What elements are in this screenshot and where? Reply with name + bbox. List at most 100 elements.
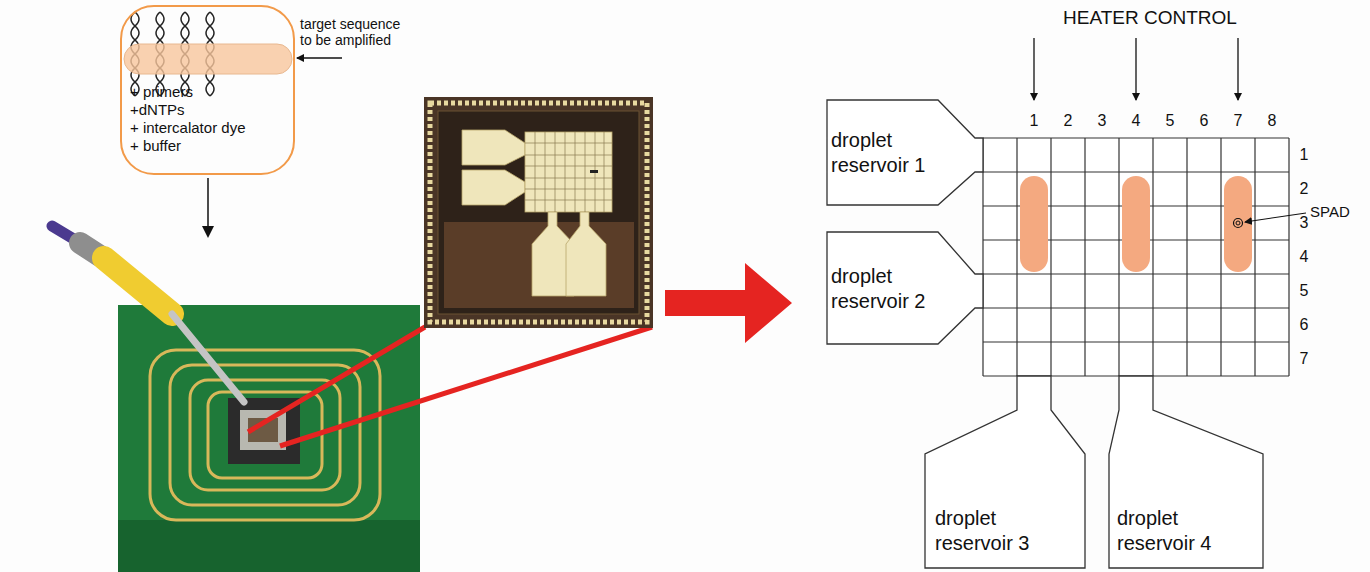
zoom-line xyxy=(248,327,425,432)
row-number: 2 xyxy=(1300,180,1309,198)
chip-marker xyxy=(590,170,598,173)
droplet-reservoir: droplet reservoir 1 xyxy=(827,100,983,205)
reservoir-label: droplet reservoir 1 xyxy=(831,128,937,178)
column-number: 1 xyxy=(1030,112,1039,130)
ingredient-line: + intercalator dye xyxy=(130,119,285,137)
pcb-shade xyxy=(118,520,420,572)
callout-label: target sequence to be amplified xyxy=(300,16,412,48)
chip-pads xyxy=(525,132,612,212)
heater-zones xyxy=(1020,176,1048,272)
row-number: 5 xyxy=(1300,282,1309,300)
ingredient-list: + primers+dNTPs+ intercalator dye+ buffe… xyxy=(130,83,285,155)
red-arrow xyxy=(665,263,792,343)
electrode-grid xyxy=(983,307,1289,308)
pcb-traces xyxy=(208,392,322,478)
chip-pads xyxy=(462,170,525,205)
chip-grid xyxy=(525,143,612,144)
reservoir-outline xyxy=(827,100,983,205)
pcb-traces xyxy=(170,365,360,505)
electrode-grid xyxy=(983,273,1289,274)
column-number: 4 xyxy=(1132,112,1141,130)
spad-symbol xyxy=(1234,219,1243,228)
droplet-reservoir: droplet reservoir 4 xyxy=(1109,376,1265,568)
target-band xyxy=(124,44,292,74)
column-number: 5 xyxy=(1166,112,1175,130)
heater-arrows xyxy=(1033,38,1034,100)
heater-zones xyxy=(1224,176,1252,272)
pipette-tip xyxy=(172,314,244,402)
electrode-grid xyxy=(982,138,983,376)
chip-pads xyxy=(462,130,525,165)
heater-heading: HEATER CONTROL xyxy=(1063,7,1237,29)
chip-pad-ring xyxy=(430,103,647,322)
droplet-reservoir: droplet reservoir 2 xyxy=(827,232,983,344)
zoom-line xyxy=(280,327,652,446)
column-number: 2 xyxy=(1064,112,1073,130)
heater-arrows xyxy=(1135,38,1136,100)
pipette-body xyxy=(104,258,172,314)
flow-arrow xyxy=(207,178,209,228)
reservoir-text: droplet reservoir 3 xyxy=(935,506,1045,556)
sample-box: + primers+dNTPs+ intercalator dye+ buffe… xyxy=(120,5,295,175)
chip-core xyxy=(438,111,639,314)
column-number: 7 xyxy=(1234,112,1243,130)
chip-grid xyxy=(525,132,612,212)
electrode-grid xyxy=(983,138,1289,376)
heater-arrows xyxy=(1237,38,1238,100)
column-number: 6 xyxy=(1200,112,1209,130)
column-number: 8 xyxy=(1268,112,1277,130)
row-number: 7 xyxy=(1300,350,1309,368)
callout-label: SPAD xyxy=(1310,203,1350,220)
electrode-grid xyxy=(983,171,1289,172)
row-number: 1 xyxy=(1300,146,1309,164)
reservoir-shape xyxy=(1109,376,1263,568)
reservoir-outline xyxy=(827,232,983,344)
reservoir-text: droplet reservoir 1 xyxy=(831,128,937,178)
reservoir-label: droplet reservoir 4 xyxy=(1117,506,1227,556)
electrode-grid xyxy=(983,341,1289,342)
chip-grid xyxy=(525,166,612,167)
pointer-arrow xyxy=(297,57,342,58)
reservoir-label: droplet reservoir 2 xyxy=(831,264,937,314)
row-number: 4 xyxy=(1300,248,1309,266)
spad-symbol xyxy=(1236,221,1240,225)
heater-zones xyxy=(1122,176,1150,272)
chip-die xyxy=(424,97,653,328)
reservoir-text: droplet reservoir 2 xyxy=(831,264,937,314)
electrode-grid-ground xyxy=(983,138,1289,376)
row-number: 3 xyxy=(1300,214,1309,232)
electrode-grid xyxy=(1186,138,1187,376)
flow-arrowhead xyxy=(202,226,214,238)
electrode-grid xyxy=(1084,138,1085,376)
heater-zones xyxy=(1020,176,1252,272)
reservoir-text: droplet reservoir 4 xyxy=(1117,506,1227,556)
electrode-grid xyxy=(983,137,1289,138)
electrode-grid xyxy=(1050,138,1051,376)
chip-grid xyxy=(525,155,612,156)
electrode-grid xyxy=(1016,138,1017,376)
chip-grid xyxy=(525,189,612,190)
heater-arrows xyxy=(1034,38,1238,100)
ingredient-line: + buffer xyxy=(130,137,285,155)
chip-pads xyxy=(566,212,606,296)
ingredient-line: +dNTPs xyxy=(130,101,285,119)
reservoir-shape xyxy=(925,376,1085,568)
column-number: 3 xyxy=(1098,112,1107,130)
chip-grid xyxy=(525,178,612,179)
electrode-grid xyxy=(1152,138,1153,376)
ingredient-line: + primers xyxy=(130,83,285,101)
electrode-grid xyxy=(1288,138,1289,376)
electrode-grid xyxy=(1254,138,1255,376)
reservoir-shape xyxy=(827,232,983,344)
chip-pads xyxy=(462,130,612,296)
row-number: 6 xyxy=(1300,316,1309,334)
pcb-board xyxy=(118,305,420,572)
spad-leader xyxy=(1245,213,1306,222)
electrode-grid xyxy=(1118,138,1119,376)
droplet-reservoir: droplet reservoir 3 xyxy=(925,376,1087,568)
electrode-grid xyxy=(1220,138,1221,376)
reservoir-label: droplet reservoir 3 xyxy=(935,506,1045,556)
reservoir-shape xyxy=(827,100,983,205)
chip-grid xyxy=(525,200,612,201)
